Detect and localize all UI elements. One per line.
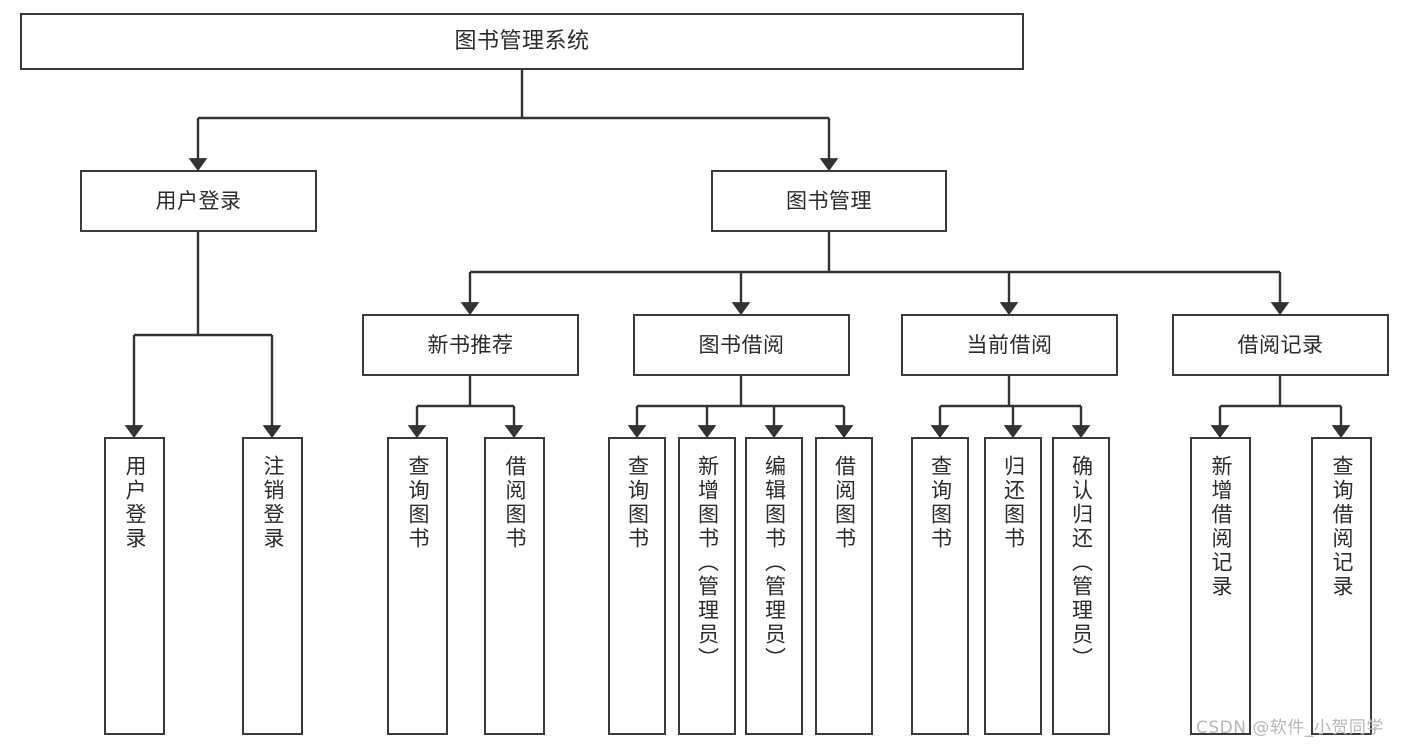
node-leaf-user-login[interactable]: 用户登录	[104, 437, 165, 735]
node-leaf-return-book[interactable]: 归还图书	[984, 437, 1042, 735]
node-leaf-edit-book[interactable]: 编辑图书（管理员）	[745, 437, 803, 735]
node-book-borrow[interactable]: 图书借阅	[633, 314, 850, 376]
node-label: 借阅图书	[832, 455, 857, 551]
node-new-book-recommend[interactable]: 新书推荐	[362, 314, 579, 376]
node-label: 查询图书	[406, 455, 430, 551]
node-leaf-confirm-return[interactable]: 确认归还（管理员）	[1052, 437, 1110, 735]
node-label: 新书推荐	[427, 332, 514, 357]
node-label: 借阅图书	[503, 455, 527, 551]
node-leaf-borrow-book-recommend[interactable]: 借阅图书	[484, 437, 545, 735]
node-leaf-borrow-book[interactable]: 借阅图书	[815, 437, 873, 735]
node-label: 用户登录	[155, 188, 242, 213]
node-label: 查询图书	[928, 455, 953, 551]
csdn-watermark: CSDN @软件_小贺同学	[1196, 718, 1384, 738]
node-leaf-query-book-current[interactable]: 查询图书	[911, 437, 969, 735]
node-leaf-query-borrow-record[interactable]: 查询借阅记录	[1311, 437, 1372, 735]
node-label: 新增借阅记录	[1209, 455, 1233, 599]
node-current-borrow[interactable]: 当前借阅	[901, 314, 1118, 376]
node-label: 归还图书	[1001, 455, 1026, 551]
node-label: 新增图书（管理员）	[695, 455, 720, 671]
node-user-login[interactable]: 用户登录	[80, 170, 317, 232]
node-root-book-management-system[interactable]: 图书管理系统	[20, 13, 1024, 70]
node-label: 借阅记录	[1237, 332, 1324, 357]
node-label: 用户登录	[123, 455, 147, 551]
node-label: 查询图书	[625, 455, 650, 551]
node-label: 图书借阅	[698, 332, 785, 357]
node-label: 当前借阅	[966, 332, 1053, 357]
node-book-management[interactable]: 图书管理	[711, 170, 947, 232]
node-label: 查询借阅记录	[1330, 455, 1354, 599]
node-label: 编辑图书（管理员）	[762, 455, 787, 671]
node-borrow-record[interactable]: 借阅记录	[1172, 314, 1389, 376]
node-leaf-add-borrow-record[interactable]: 新增借阅记录	[1190, 437, 1251, 735]
node-label: 确认归还（管理员）	[1069, 455, 1094, 671]
node-leaf-add-book[interactable]: 新增图书（管理员）	[678, 437, 736, 735]
node-leaf-user-logout[interactable]: 注销登录	[242, 437, 303, 735]
node-leaf-query-book-borrow[interactable]: 查询图书	[608, 437, 666, 735]
node-label: 图书管理系统	[454, 28, 590, 54]
node-label: 注销登录	[261, 455, 285, 551]
node-label: 图书管理	[786, 188, 872, 213]
node-leaf-query-book-recommend[interactable]: 查询图书	[387, 437, 448, 735]
